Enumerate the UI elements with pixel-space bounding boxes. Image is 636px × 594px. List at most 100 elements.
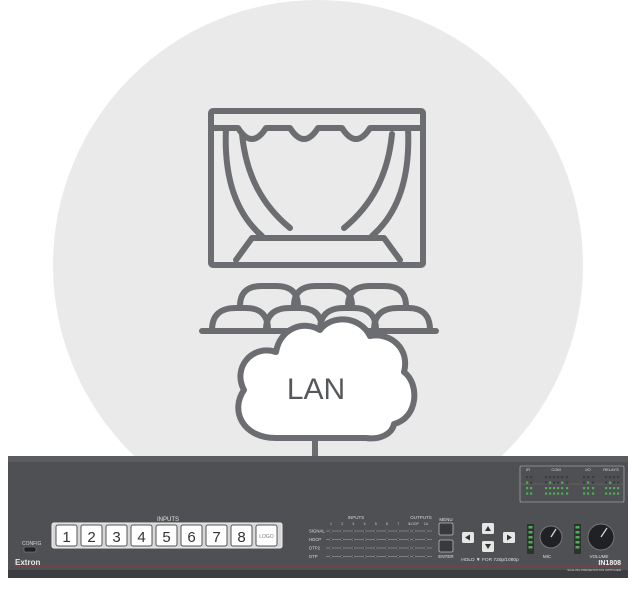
input-button-4[interactable]: 4 <box>130 524 153 547</box>
status-led <box>557 481 560 484</box>
matrix-led <box>396 538 400 541</box>
logo-button[interactable]: LOGO <box>255 524 278 547</box>
input-button-label: 2 <box>87 529 95 546</box>
matrix-led <box>412 529 416 533</box>
status-led <box>617 481 620 484</box>
com-label: COM <box>551 467 560 472</box>
matrix-led <box>385 546 389 550</box>
input-button-2[interactable]: 2 <box>80 524 103 547</box>
status-led <box>557 492 560 495</box>
status-led <box>545 492 548 495</box>
relays-label: RELAYS <box>603 467 619 472</box>
status-led <box>566 481 569 484</box>
config-label: CONFIG <box>22 541 42 547</box>
logo-button-label: LOGO <box>259 534 274 540</box>
matrix-led <box>407 546 411 550</box>
brand-logo: Extron <box>15 558 40 567</box>
status-led <box>526 492 529 495</box>
io-label: I/O <box>585 467 590 472</box>
input-button-5[interactable]: 5 <box>155 524 178 547</box>
input-button-8[interactable]: 8 <box>230 524 253 547</box>
status-led <box>549 476 552 479</box>
hold-resolution-label: HOLD ▼ FOR 720p/1080p <box>461 557 519 563</box>
status-led <box>613 492 616 495</box>
status-led <box>553 476 556 479</box>
matrix-led <box>374 555 378 558</box>
nav-pad <box>462 523 515 552</box>
matrix-row-label: SIGNAL <box>309 529 325 534</box>
matrix-output-column: LOOP <box>409 522 419 526</box>
status-leds <box>526 476 620 495</box>
matrix-row-label: DTP <box>309 554 318 559</box>
matrix-led <box>412 538 416 541</box>
matrix-column-number: 2 <box>341 522 343 526</box>
status-led <box>566 476 569 479</box>
button-face <box>80 524 103 547</box>
status-led <box>561 476 564 479</box>
model-subtitle: SCALING PRESENTATION SWITCHER <box>567 568 622 572</box>
status-led <box>609 476 612 479</box>
input-button-label: 8 <box>237 529 245 546</box>
matrix-output-column: 1A <box>424 522 429 526</box>
status-led <box>530 492 533 495</box>
input-button-1[interactable]: 1 <box>55 524 78 547</box>
status-led <box>557 476 560 479</box>
matrix-outputs-label: OUTPUTS <box>410 515 432 520</box>
input-button-7[interactable]: 7 <box>205 524 228 547</box>
status-led <box>583 492 586 495</box>
button-face <box>255 524 278 547</box>
status-led <box>566 492 569 495</box>
status-led <box>583 476 586 479</box>
status-led <box>605 481 608 484</box>
status-led <box>609 492 612 495</box>
input-button-6[interactable]: 6 <box>180 524 203 547</box>
matrix-led <box>340 546 344 550</box>
input-button-label: 7 <box>212 529 220 546</box>
matrix-led <box>424 529 428 533</box>
matrix-led <box>385 555 389 558</box>
status-led <box>530 487 533 490</box>
arrow-left-icon <box>465 534 470 541</box>
button-face <box>130 524 153 547</box>
mic-label: MIC <box>543 554 552 559</box>
arrow-right-icon <box>507 534 512 541</box>
button-face <box>105 524 128 547</box>
matrix-led <box>407 529 411 533</box>
menu-button[interactable] <box>438 522 454 536</box>
status-led <box>545 487 548 490</box>
enter-button[interactable] <box>438 539 454 553</box>
status-led <box>617 487 620 490</box>
matrix-led <box>363 546 366 550</box>
matrix-led <box>385 538 389 541</box>
matrix-led <box>407 555 411 558</box>
matrix-led <box>340 538 344 541</box>
matrix-led <box>412 555 416 558</box>
matrix-inputs-label: INPUTS <box>348 515 365 520</box>
matrix-led <box>407 538 411 541</box>
matrix-led <box>363 555 366 558</box>
matrix-led <box>340 529 344 533</box>
matrix-led <box>385 529 389 533</box>
matrix-led <box>396 555 400 558</box>
matrix-led <box>340 555 344 558</box>
button-face <box>230 524 253 547</box>
status-led <box>530 476 533 479</box>
matrix-led <box>374 529 378 533</box>
matrix-column-number: 4 <box>364 522 366 526</box>
cloud-label: LAN <box>287 373 345 406</box>
matrix-led <box>363 529 366 533</box>
matrix-column-number: 8 <box>408 522 410 526</box>
input-button-3[interactable]: 3 <box>105 524 128 547</box>
config-port[interactable] <box>23 546 37 553</box>
input-button-label: 6 <box>187 529 195 546</box>
matrix-led <box>329 529 333 533</box>
volume-label: VOLUME <box>589 554 608 559</box>
matrix-column-number: 7 <box>397 522 399 526</box>
matrix-led <box>363 538 366 541</box>
matrix-led <box>424 555 428 558</box>
button-face <box>180 524 203 547</box>
input-button-label: 4 <box>137 529 145 546</box>
matrix-column-number: 1 <box>330 522 332 526</box>
matrix-led <box>424 538 428 541</box>
